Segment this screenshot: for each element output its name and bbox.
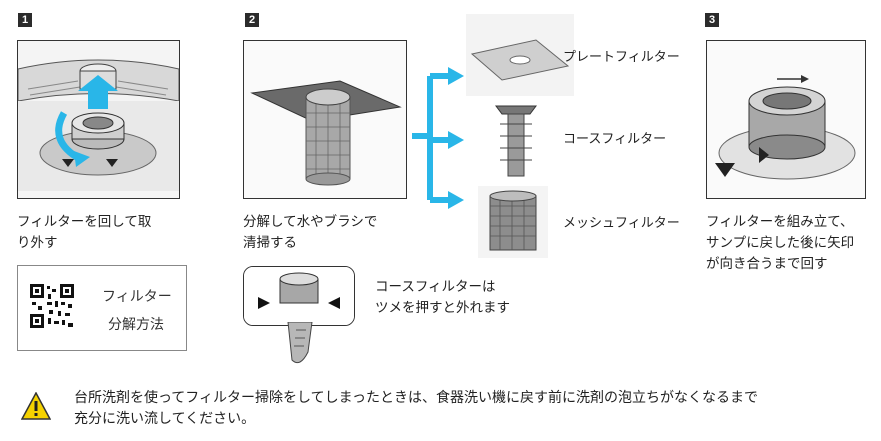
step-2-number: 2 [245, 13, 259, 27]
step-1-illustration [17, 40, 180, 199]
warning-text: 台所洗剤を使ってフィルター掃除をしてしまったときは、食器洗い機に戻す前に洗剤の泡… [74, 390, 759, 427]
step-2-illustration [243, 40, 407, 199]
step-3-number: 3 [705, 13, 719, 27]
coarse-filter-release-illustration [243, 266, 355, 326]
coarse-filter-note: コースフィルターは ツメを押すと外れます [375, 279, 510, 316]
plate-filter-label: プレートフィルター [563, 50, 680, 65]
qr-label-line-2: 分解方法 [108, 317, 164, 333]
qr-code-icon [30, 284, 74, 328]
step-3-caption: フィルターを組み立て、 サンプに戻した後に矢印 が向き合うまで回す [706, 214, 855, 272]
step-2-caption: 分解して水やブラシで 清掃する [243, 214, 378, 251]
coarse-filter-image [486, 100, 546, 180]
plate-filter-image [466, 14, 574, 96]
mesh-filter-label: メッシュフィルター [563, 216, 680, 231]
step-1-caption: フィルターを回して取 り外す [17, 214, 152, 251]
qr-code-box: フィルター 分解方法 [17, 265, 187, 351]
branch-arrows [412, 67, 464, 209]
coarse-filter-hand-icon [287, 322, 313, 364]
warning-icon [21, 392, 51, 420]
step-1-number: 1 [18, 13, 32, 27]
step-3-illustration [706, 40, 866, 199]
qr-label-line-1: フィルター [102, 289, 172, 305]
mesh-filter-image [478, 186, 548, 258]
coarse-filter-label: コースフィルター [563, 132, 667, 147]
